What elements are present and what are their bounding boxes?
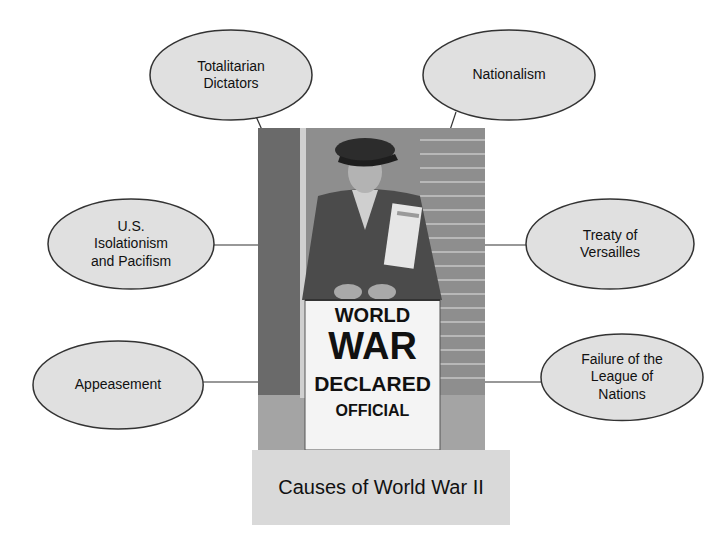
ellipse-shape — [423, 30, 595, 120]
hand — [334, 284, 362, 300]
ellipse-shape — [150, 30, 312, 120]
cause-ellipse: Nationalism — [422, 29, 596, 121]
cause-ellipse: Appeasement — [32, 340, 204, 430]
leader-line — [450, 112, 456, 130]
poster-headline: DECLARED — [305, 372, 440, 395]
cause-text: Nationalism — [459, 66, 559, 84]
ellipse-shape — [33, 341, 203, 429]
text-holder: Nationalism — [459, 66, 559, 84]
newspaper-print — [397, 211, 419, 218]
ellipse-shape — [48, 199, 214, 289]
cap-brim — [338, 154, 398, 167]
text-holder: Failure of the League of Nations — [570, 351, 674, 404]
cause-ellipse: Totalitarian Dictators — [149, 29, 313, 121]
text-holder: Appeasement — [63, 376, 173, 394]
cause-text: U.S. Isolationism and Pacifism — [82, 218, 180, 271]
cause-ellipse: Failure of the League of Nations — [540, 333, 704, 422]
leader-lines — [190, 112, 550, 382]
poster-string — [305, 299, 440, 301]
cause-text: Treaty of Versailles — [569, 227, 651, 262]
cause-text: Appeasement — [63, 376, 173, 394]
leader-line — [485, 244, 532, 245]
title-box: Causes of World War II — [252, 450, 510, 525]
leader-line — [485, 381, 550, 382]
text-holder: U.S. Isolationism and Pacifism — [82, 218, 180, 271]
poster-headline: WAR — [305, 326, 440, 368]
cause-text: Failure of the League of Nations — [570, 351, 674, 404]
text-holder: Treaty of Versailles — [569, 227, 651, 262]
ellipse-shape — [526, 199, 694, 289]
diagram-title: Causes of World War II — [278, 476, 484, 499]
jacket — [302, 189, 442, 300]
photo-background — [258, 128, 485, 455]
newspapers — [384, 203, 422, 269]
cause-ellipse: U.S. Isolationism and Pacifism — [47, 198, 215, 290]
poster — [305, 300, 440, 450]
cause-text: Totalitarian Dictators — [185, 58, 277, 93]
shirt — [352, 190, 378, 230]
poster-headline: OFFICIAL — [305, 402, 440, 420]
text-holder: Totalitarian Dictators — [185, 58, 277, 93]
ellipse-shape — [541, 334, 703, 421]
cause-ellipse: Treaty of Versailles — [525, 198, 695, 290]
hand — [368, 284, 396, 300]
poster-headline: WORLD — [305, 304, 440, 326]
photo — [258, 128, 485, 455]
